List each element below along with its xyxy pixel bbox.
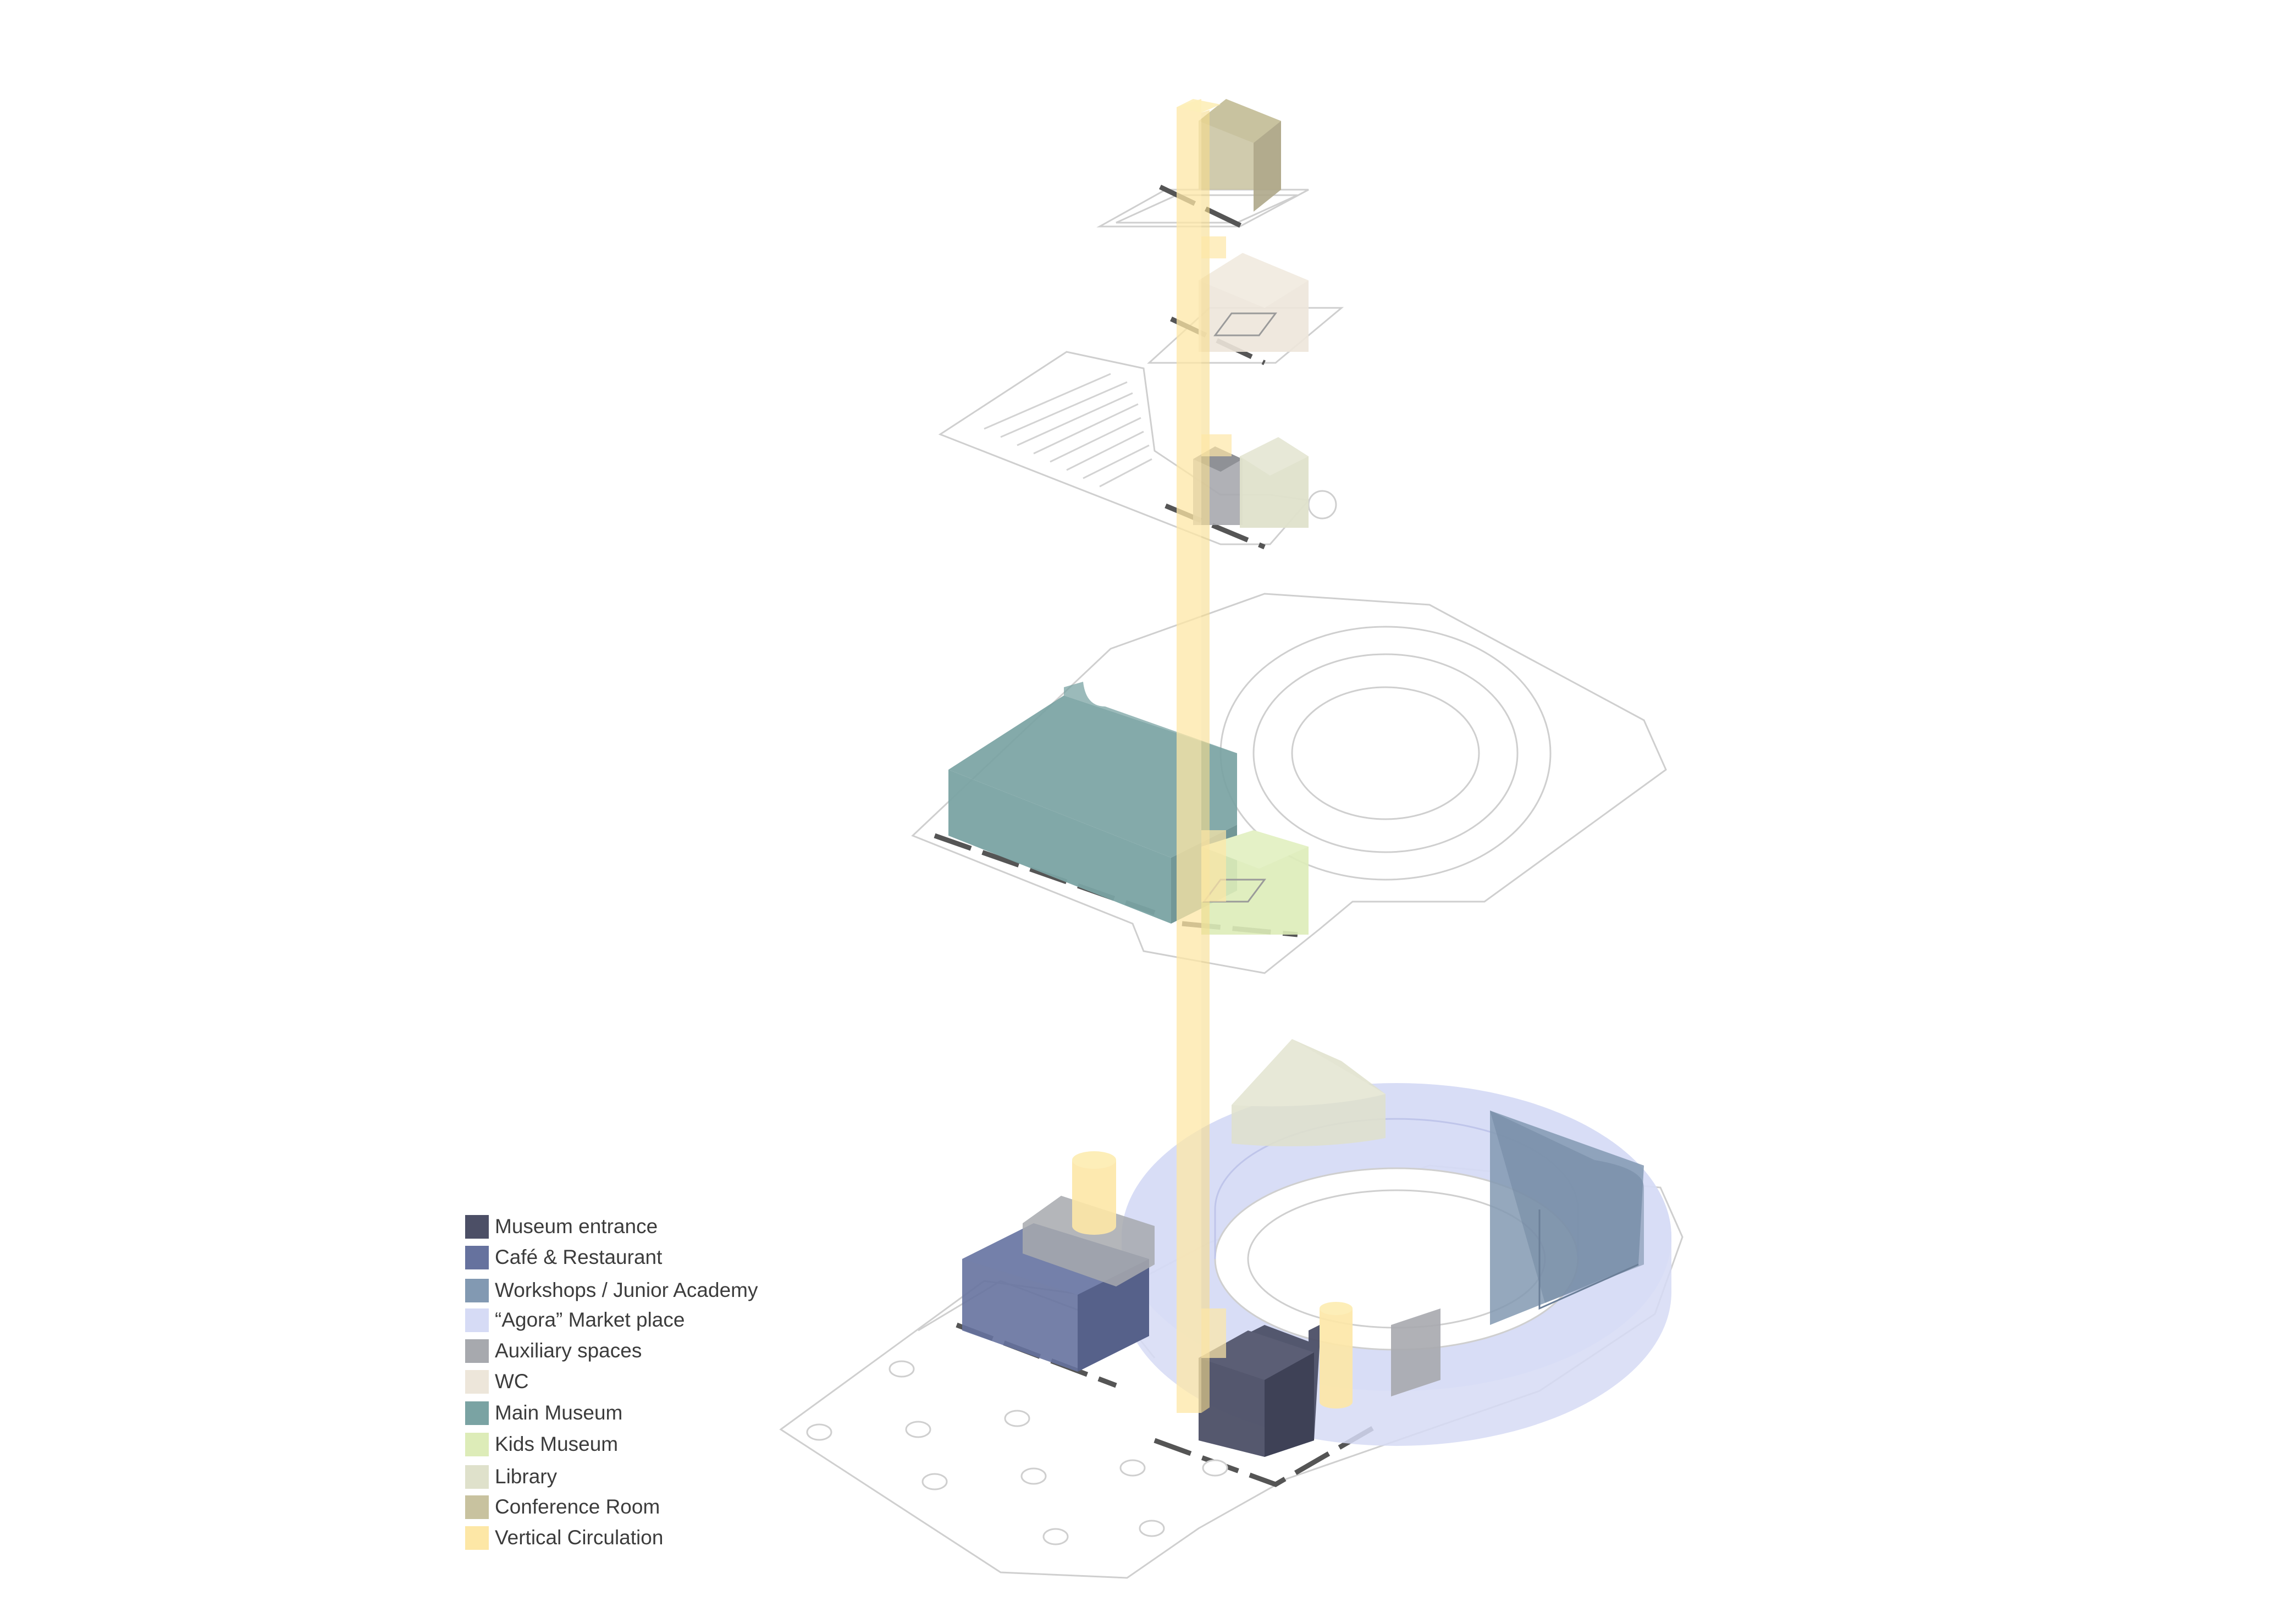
legend-label: Library — [495, 1465, 558, 1488]
level-3 — [938, 351, 1337, 550]
legend-swatch — [465, 1526, 489, 1550]
level-2-floorplate — [911, 593, 1667, 974]
vertical-circulation-core — [1177, 99, 1232, 1413]
legend-item-agora: “Agora” Market place — [465, 1307, 685, 1333]
legend-label: “Agora” Market place — [495, 1308, 685, 1331]
legend-swatch — [465, 1278, 489, 1302]
legend-swatch — [465, 1214, 489, 1239]
legend-item-vertical-circulation: Vertical Circulation — [465, 1525, 663, 1551]
legend-swatch — [465, 1339, 489, 1363]
level-2 — [911, 593, 1667, 974]
legend-label: WC — [495, 1370, 529, 1393]
plaza-columns — [806, 1360, 1228, 1545]
legend-item-workshops: Workshops / Junior Academy — [465, 1277, 758, 1304]
legend-item-kids-museum: Kids Museum — [465, 1431, 618, 1457]
library-volume — [1240, 437, 1309, 528]
auxiliary-slab — [1391, 1308, 1440, 1396]
legend-label: Kids Museum — [495, 1433, 619, 1455]
legend-item-museum-entrance: Museum entrance — [465, 1213, 658, 1240]
level-5 — [1096, 99, 1309, 229]
level-1 — [779, 1039, 1684, 1579]
legend-label: Museum entrance — [495, 1215, 658, 1238]
legend-swatch — [465, 1495, 489, 1519]
workshops-volume — [1490, 1111, 1644, 1325]
level-2-wall — [934, 833, 1156, 915]
level-2-atrium-mid — [1252, 653, 1519, 853]
wc-volume — [1199, 253, 1309, 352]
vertical-circulation-cylinders — [1072, 1151, 1353, 1409]
level-1-entrance-wall — [1153, 1422, 1382, 1487]
legend-label: Workshops / Junior Academy — [495, 1279, 758, 1301]
legend-label: Vertical Circulation — [495, 1526, 664, 1549]
legend-swatch — [465, 1432, 489, 1456]
legend-item-main-museum: Main Museum — [465, 1400, 622, 1426]
legend-item-cafe-restaurant: Café & Restaurant — [465, 1244, 662, 1271]
level-3-stair-circle — [1307, 490, 1337, 520]
level-4 — [1147, 253, 1344, 366]
library-ground-volume — [1232, 1039, 1386, 1147]
legend-item-auxiliary: Auxiliary spaces — [465, 1338, 642, 1364]
level-2-atrium-inner — [1291, 686, 1480, 820]
legend-item-conference-room: Conference Room — [465, 1494, 660, 1520]
legend-swatch — [465, 1245, 489, 1269]
library-stacks — [984, 373, 1152, 488]
legend-swatch — [465, 1465, 489, 1489]
level-5-wall — [1159, 184, 1244, 229]
legend-label: Main Museum — [495, 1401, 623, 1424]
legend-label: Café & Restaurant — [495, 1246, 663, 1268]
conference-room-volume — [1199, 99, 1281, 212]
legend-item-library: Library — [465, 1464, 557, 1490]
legend-swatch — [465, 1401, 489, 1425]
museum-entrance-volume — [1199, 1325, 1320, 1457]
legend-swatch — [465, 1369, 489, 1394]
kids-museum-volume — [1201, 830, 1309, 935]
legend-item-wc: WC — [465, 1368, 529, 1395]
legend-label: Auxiliary spaces — [495, 1339, 642, 1362]
legend-label: Conference Room — [495, 1495, 660, 1518]
legend-swatch — [465, 1308, 489, 1332]
legend: Museum entrance Café & Restaurant Worksh… — [465, 1213, 850, 1565]
auxiliary-spaces-ground-volume — [1023, 1196, 1155, 1286]
